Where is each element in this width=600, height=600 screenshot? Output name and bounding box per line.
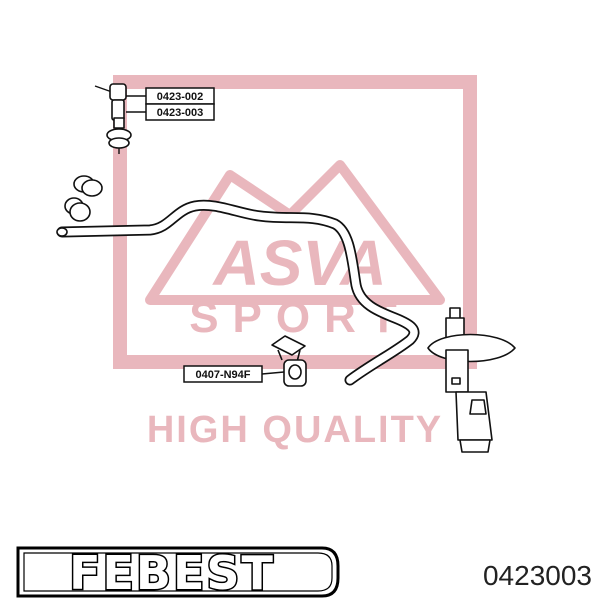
stabilizer-bar-drawing xyxy=(56,199,420,386)
strut-assembly-drawing xyxy=(427,307,516,453)
center-bushing-drawing xyxy=(261,335,307,387)
callout-0407-n94f: 0407-N94F xyxy=(183,365,263,383)
stabilizer-link-drawing xyxy=(94,83,146,154)
callout-label: 0423-002 xyxy=(157,91,204,103)
callout-box xyxy=(145,103,215,121)
stabilizer-bushings-drawing xyxy=(64,175,103,222)
watermark-quality-text: HIGH QUALITY xyxy=(147,409,443,451)
callout-label: 0423-003 xyxy=(157,107,204,119)
callout-0423-003: 0423-003 xyxy=(145,103,215,121)
brand-logo-text: FEBEST xyxy=(69,546,275,600)
callout-0423-002: 0423-002 xyxy=(145,87,215,105)
brand-logo: FEBEST xyxy=(16,545,340,600)
callout-label: 0407-N94F xyxy=(195,369,250,381)
watermark: ASVA SPORT HIGH QUALITY xyxy=(113,75,477,451)
part-number: 0423003 xyxy=(483,560,592,591)
callout-box xyxy=(183,365,263,383)
watermark-sport-text: SPORT xyxy=(189,293,411,342)
watermark-mountain-icon xyxy=(145,160,445,305)
brand-logo-frame xyxy=(16,546,340,598)
